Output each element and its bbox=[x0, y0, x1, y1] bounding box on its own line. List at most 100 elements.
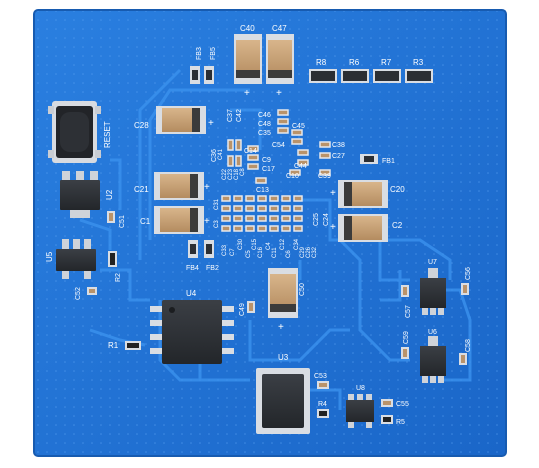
c57-capacitor bbox=[401, 285, 409, 297]
c28-tantalum bbox=[156, 106, 206, 134]
c32-label: C32 bbox=[312, 246, 318, 258]
reset-switch[interactable] bbox=[48, 101, 101, 163]
u7-label: U7 bbox=[428, 259, 437, 266]
c58-label: C58 bbox=[465, 339, 472, 352]
c27-label: C27 bbox=[332, 153, 345, 160]
c24-label: C24 bbox=[323, 213, 330, 226]
fb5-label: FB5 bbox=[210, 47, 217, 60]
r3-array bbox=[405, 69, 433, 83]
c44-label: C44 bbox=[294, 163, 307, 170]
u4-ic bbox=[150, 300, 234, 364]
c1-plus: + bbox=[204, 216, 210, 227]
fb3-label: FB3 bbox=[196, 47, 203, 60]
c20-label: C20 bbox=[390, 185, 405, 194]
c56-capacitor bbox=[461, 283, 469, 295]
r7-label: R7 bbox=[381, 58, 392, 67]
c56-label: C56 bbox=[465, 267, 472, 280]
r8-array bbox=[309, 69, 337, 83]
u8-ic bbox=[346, 394, 374, 428]
c42-label: C42 bbox=[236, 109, 243, 122]
decoupling-grid bbox=[221, 195, 303, 232]
c53-capacitor bbox=[317, 381, 329, 389]
c1-label: C1 bbox=[140, 217, 151, 226]
c58-capacitor bbox=[459, 353, 467, 365]
c17-label: C17 bbox=[262, 166, 275, 173]
u6-label: U6 bbox=[428, 329, 437, 336]
c11-label: C11 bbox=[272, 247, 278, 258]
c36-label: C36 bbox=[211, 149, 218, 162]
c57-label: C57 bbox=[405, 305, 412, 318]
u2-label: U2 bbox=[105, 189, 114, 200]
c18-label: C18 bbox=[234, 168, 240, 180]
c28-plus: + bbox=[208, 118, 214, 129]
c4-label: C4 bbox=[266, 242, 272, 250]
c12-label: C12 bbox=[280, 238, 286, 250]
c40-tantalum bbox=[234, 34, 262, 84]
u6-regulator bbox=[420, 336, 446, 383]
c15-label: C15 bbox=[252, 238, 258, 250]
c2-plus: + bbox=[330, 222, 336, 233]
r6-array bbox=[341, 69, 369, 83]
c39-label: C39 bbox=[318, 173, 331, 180]
c9-label: C9 bbox=[262, 157, 271, 164]
c31-label: C31 bbox=[214, 198, 220, 210]
r8-label: R8 bbox=[316, 58, 327, 67]
u3-label: U3 bbox=[278, 353, 289, 362]
u2-regulator bbox=[60, 171, 100, 218]
c2-tantalum bbox=[338, 214, 388, 242]
fb5-ferrite bbox=[204, 66, 214, 84]
c21-label: C21 bbox=[134, 185, 149, 194]
reset-label: RESET bbox=[103, 121, 112, 148]
c34-label: C34 bbox=[294, 238, 300, 250]
c54-label: C54 bbox=[272, 142, 285, 149]
c26-label: C26 bbox=[306, 246, 312, 258]
c22-label: C22 bbox=[222, 168, 228, 180]
c53-label: C53 bbox=[314, 373, 327, 380]
c55-label: C55 bbox=[396, 401, 409, 408]
u5-label: U5 bbox=[45, 251, 54, 262]
c28-label: C28 bbox=[134, 121, 149, 130]
c20-tantalum bbox=[338, 180, 388, 208]
c45-label: C45 bbox=[292, 123, 305, 130]
c5-label: C5 bbox=[246, 250, 252, 258]
c25-label: C25 bbox=[313, 213, 320, 226]
c59-label: C59 bbox=[403, 331, 410, 344]
c37-label: C37 bbox=[227, 109, 234, 122]
c21-plus: + bbox=[204, 182, 210, 193]
c41-label: C41 bbox=[218, 148, 224, 160]
c10-label: C10 bbox=[286, 173, 299, 180]
fb3-ferrite bbox=[190, 66, 200, 84]
copper-traces bbox=[79, 68, 472, 410]
r1-resistor bbox=[125, 341, 141, 350]
c8-label: C8 bbox=[240, 168, 246, 176]
c40-label: C40 bbox=[240, 24, 255, 33]
r5-resistor bbox=[381, 415, 393, 424]
small-capacitor-cluster bbox=[227, 109, 331, 184]
c48-label: C48 bbox=[258, 121, 271, 128]
r7-array bbox=[373, 69, 401, 83]
c20-plus: + bbox=[330, 188, 336, 199]
c3-label: C3 bbox=[214, 220, 220, 228]
c47-tantalum bbox=[266, 34, 294, 84]
fb4-label: FB4 bbox=[186, 265, 199, 272]
u8-label: U8 bbox=[356, 385, 365, 392]
r5-label: R5 bbox=[396, 419, 405, 426]
c35-label: C35 bbox=[258, 130, 271, 137]
c2-label: C2 bbox=[392, 221, 403, 230]
c52-label: C52 bbox=[75, 287, 82, 300]
c59-capacitor bbox=[401, 347, 409, 359]
c1-tantalum bbox=[154, 206, 204, 234]
c51-capacitor bbox=[107, 211, 115, 223]
c50-label: C50 bbox=[299, 283, 306, 296]
u3-inductor bbox=[256, 368, 310, 434]
r6-label: R6 bbox=[349, 58, 360, 67]
r2-label: R2 bbox=[115, 273, 122, 282]
c29-label: C29 bbox=[300, 246, 306, 258]
c14-label: C14 bbox=[244, 148, 257, 155]
c33-label: C33 bbox=[222, 244, 228, 256]
c51-label: C51 bbox=[119, 215, 126, 228]
c47-plus: + bbox=[276, 88, 282, 99]
c46-label: C46 bbox=[258, 112, 271, 119]
r1-label: R1 bbox=[108, 341, 119, 350]
